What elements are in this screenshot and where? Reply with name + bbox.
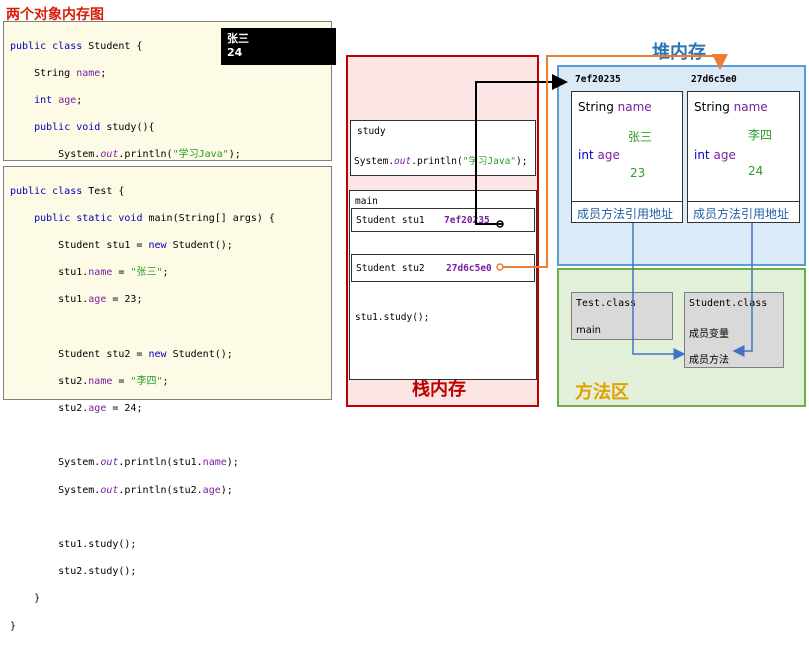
object2-method-ref-label: 成员方法引用地址 xyxy=(693,207,790,221)
object2-age-field: int age xyxy=(694,148,736,162)
method-area-label: 方法区 xyxy=(575,382,629,403)
code-line: public class Student { xyxy=(10,40,143,52)
code-line: } xyxy=(10,593,41,605)
stu2-address: 27d6c5e0 xyxy=(446,263,492,274)
student-class-title: Student.class xyxy=(689,298,768,309)
stu2-variable: Student stu2 27d6c5e0 xyxy=(351,254,535,282)
code-line: stu1.name = "张三"; xyxy=(10,267,169,279)
console-output: 张三 24 xyxy=(221,28,336,65)
student-class-item-fields: 成员变量 xyxy=(689,329,729,340)
code-line: public static void main(String[] args) { xyxy=(34,212,275,224)
student-class-box: Student.class 成员变量 成员方法 xyxy=(684,292,784,368)
code-line: stu2.age = 24; xyxy=(10,403,143,415)
test-class-code: public class Test { public static void m… xyxy=(3,166,332,632)
main-frame: main Student stu1 7ef20235 Student stu2 … xyxy=(349,190,537,380)
code-line: stu1.study(); xyxy=(10,539,137,551)
main-frame-title: main xyxy=(355,196,378,207)
main-frame-call: stu1.study(); xyxy=(355,312,430,323)
console-line: 张三 xyxy=(227,32,249,45)
code-line: System.out.println(stu1.name); xyxy=(10,457,239,469)
code-line: Student stu1 = new Student(); xyxy=(10,239,233,251)
object1-name-value: 张三 xyxy=(628,130,653,144)
test-class-title: Test.class xyxy=(576,298,637,309)
code-line xyxy=(10,511,325,525)
stu1-variable: Student stu1 7ef20235 xyxy=(351,208,535,232)
object2-age-value: 24 xyxy=(748,164,764,178)
object2-method-ref: 成员方法引用地址 xyxy=(687,201,800,223)
object1-age-value: 23 xyxy=(630,166,646,180)
stu2-label: Student stu2 xyxy=(356,263,425,274)
object2-name-value: 李四 xyxy=(748,128,773,142)
object2-name-field: String name xyxy=(694,100,768,114)
code-line: System.out.println("学习Java"); xyxy=(10,149,241,161)
code-line: } xyxy=(10,620,17,632)
console-line: 24 xyxy=(227,46,243,59)
code-line xyxy=(10,321,325,335)
code-line: public class Test { xyxy=(10,185,125,197)
code-line: int age; xyxy=(34,94,83,106)
code-line: stu2.name = "李四"; xyxy=(10,375,169,387)
stu1-address: 7ef20235 xyxy=(444,215,490,226)
test-class-item: main xyxy=(576,325,601,336)
code-line: String name; xyxy=(10,67,107,79)
test-class-box: Test.class main xyxy=(571,292,673,340)
diagram-title: 两个对象内存图 xyxy=(6,7,104,23)
stu1-label: Student stu1 xyxy=(356,215,425,226)
object1-method-ref-label: 成员方法引用地址 xyxy=(577,207,674,221)
study-frame: study System.out.println("学习Java"); xyxy=(350,120,536,176)
object1-address: 7ef20235 xyxy=(575,74,621,85)
study-frame-title: study xyxy=(357,126,386,137)
study-frame-body: System.out.println("学习Java"); xyxy=(354,156,528,167)
code-line: stu1.age = 23; xyxy=(10,294,143,306)
stack-memory-label: 栈内存 xyxy=(412,379,466,400)
code-line: stu2.study(); xyxy=(10,566,137,578)
code-line: public void study(){ xyxy=(34,122,155,134)
code-line: System.out.println(stu2.age); xyxy=(10,484,233,496)
code-line xyxy=(10,429,325,443)
code-line: Student stu2 = new Student(); xyxy=(10,348,233,360)
object1-age-field: int age xyxy=(578,148,620,162)
object1-name-field: String name xyxy=(578,100,652,114)
object2-address: 27d6c5e0 xyxy=(691,74,737,85)
heap-memory-label: 堆内存 xyxy=(652,42,706,63)
object1-method-ref: 成员方法引用地址 xyxy=(571,201,683,223)
student-class-item-methods: 成员方法 xyxy=(689,355,729,366)
